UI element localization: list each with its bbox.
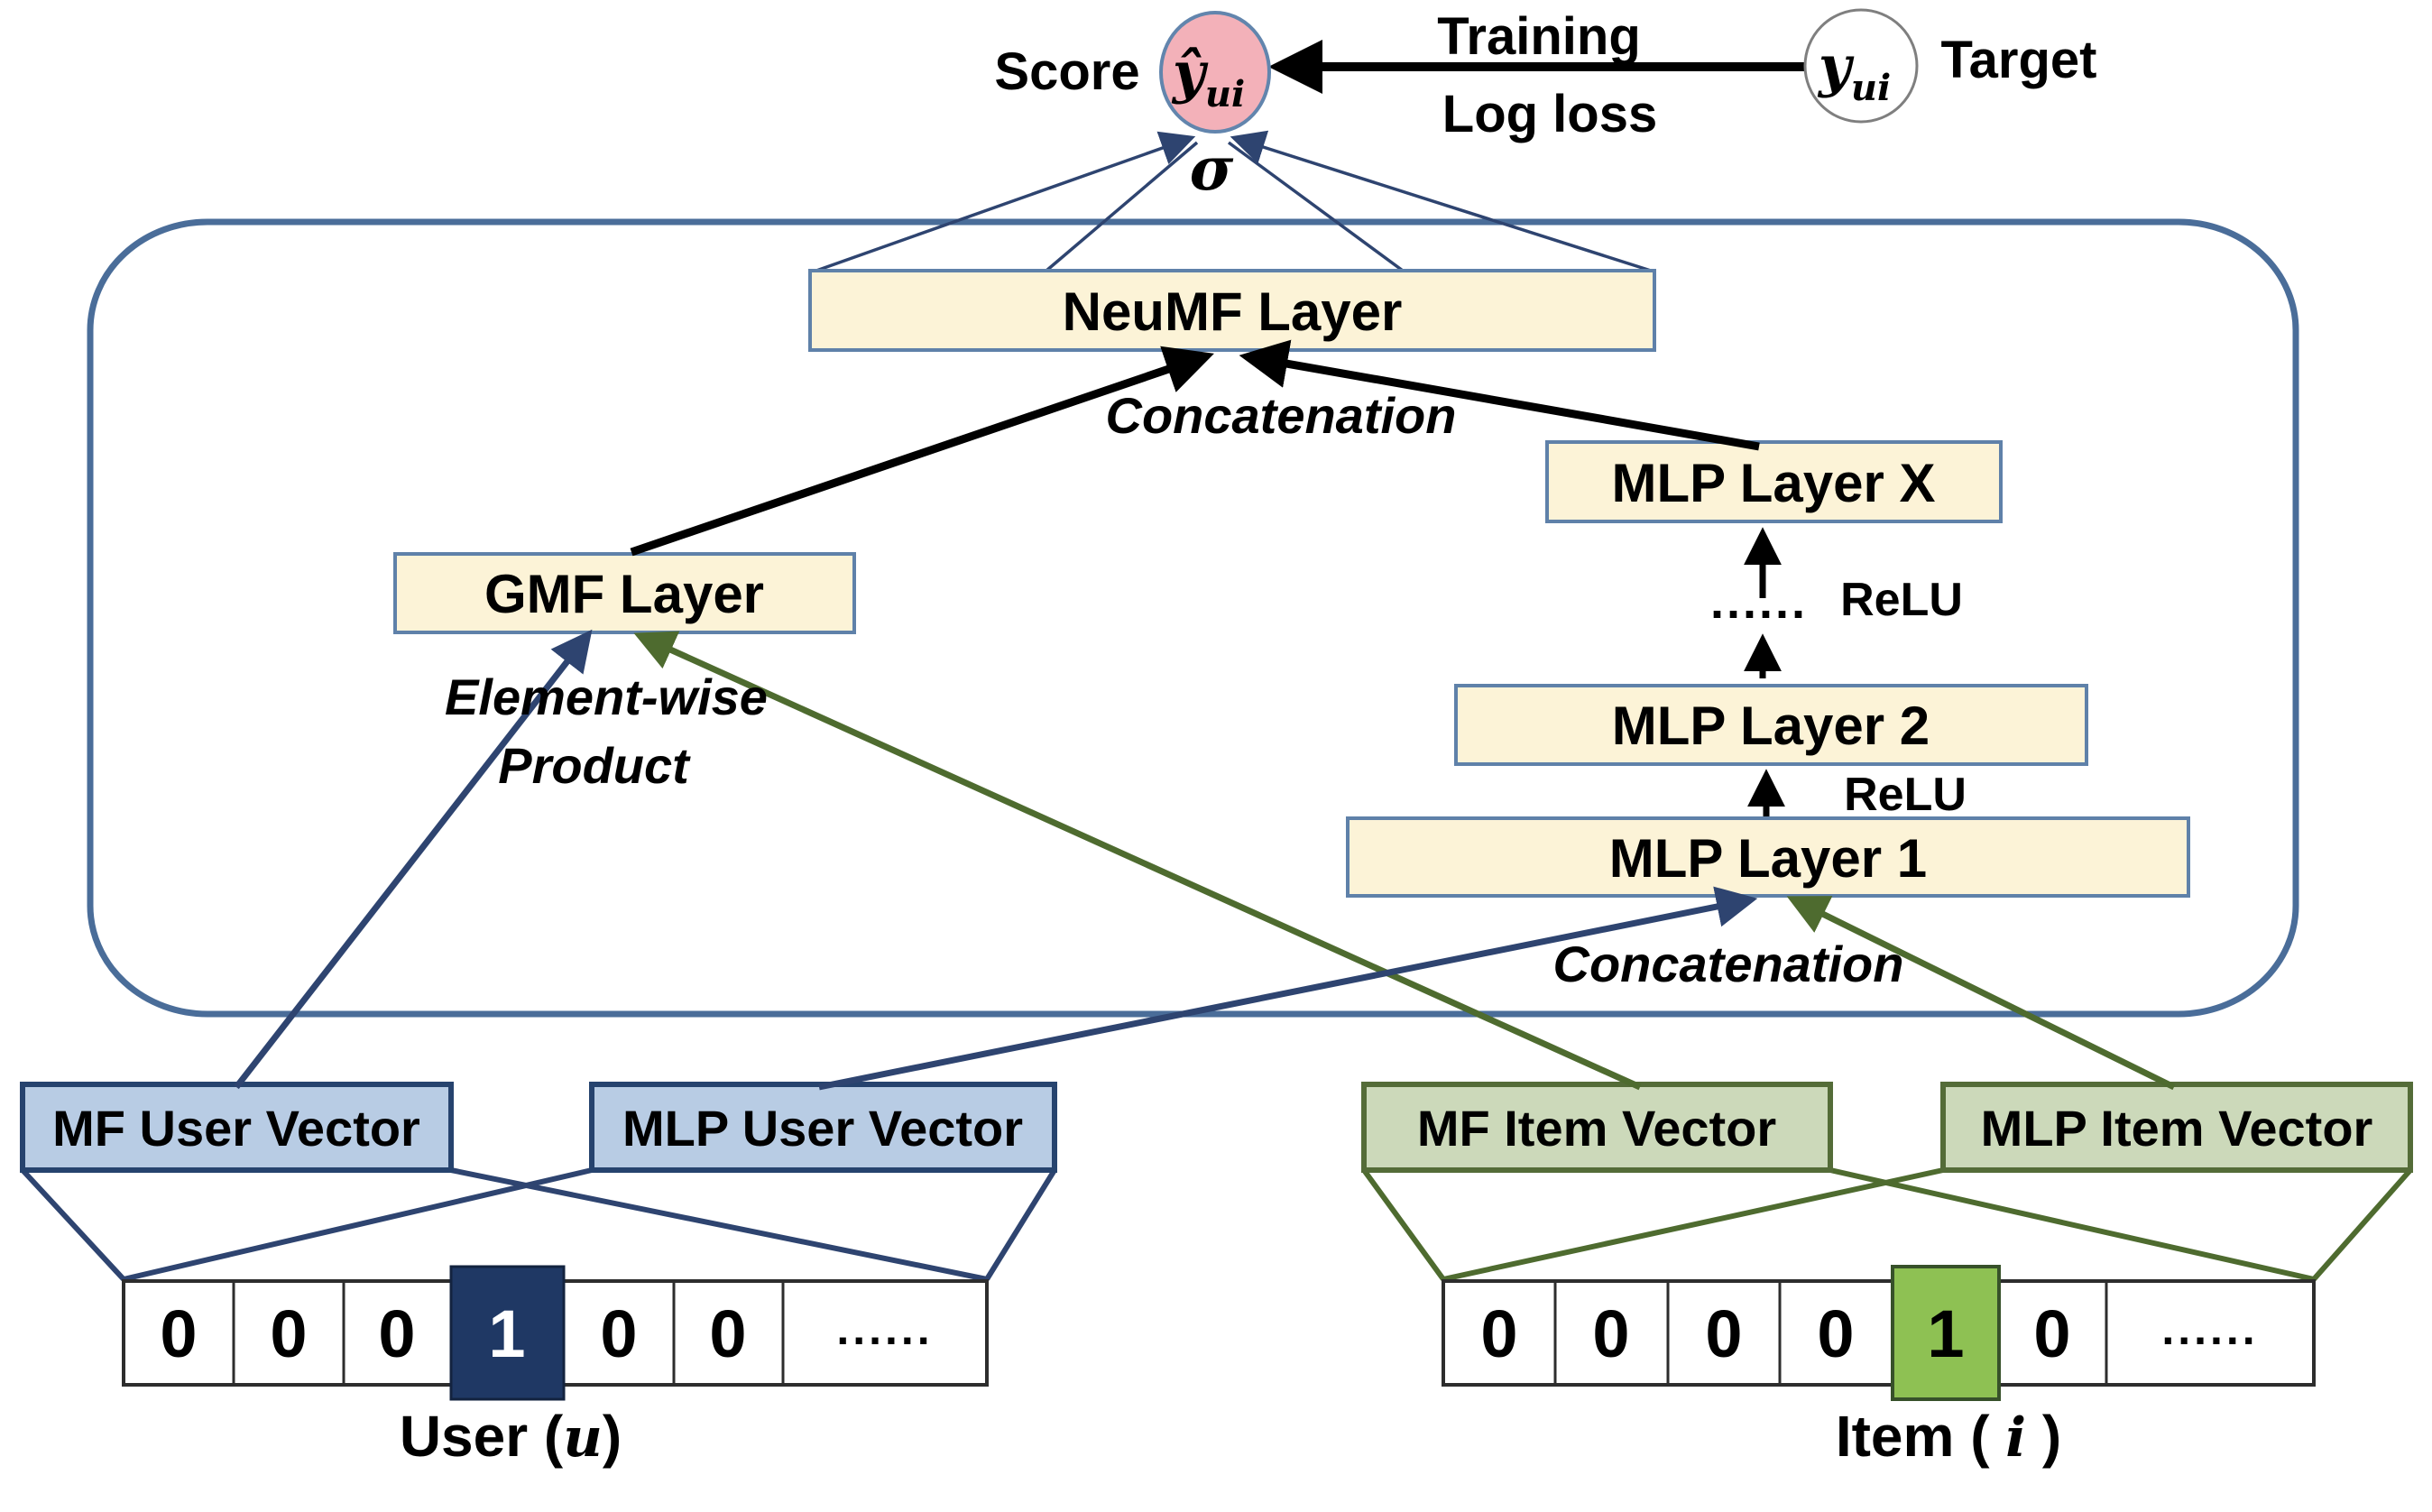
element-wise-label-line2: Product: [498, 737, 691, 794]
projection-line: [1829, 1167, 2315, 1282]
mlp-item-vector-label: MLP Item Vector: [1981, 1100, 2373, 1157]
mlpx-to-neumf-arrow: [1239, 339, 1760, 451]
mlp-layer-x-label: MLP Layer X: [1611, 453, 1935, 513]
mlp-user-vector-box: [589, 1082, 1057, 1173]
onehot-ellipsis: ......: [2161, 1304, 2258, 1354]
mlp-item-to-mlp1-arrow: [1786, 896, 2176, 1091]
user-input-label: User (u): [400, 1404, 622, 1470]
onehot-digit: 0: [1480, 1296, 1517, 1371]
mf-user-vector-label: MF User Vector: [52, 1100, 420, 1157]
user-label-prefix: User (: [400, 1404, 564, 1469]
onehot-hot-digit: 1: [1927, 1296, 1964, 1371]
training-label: Training: [1437, 7, 1641, 66]
concatenation-bottom-label: Concatenation: [1553, 936, 1904, 992]
item-onehot-row: [1442, 1279, 2316, 1387]
fan-line: [1230, 130, 1652, 272]
projection-line: [123, 1167, 593, 1282]
score-label: Score: [994, 42, 1139, 101]
mlp-layer-x-box: [1545, 440, 2003, 523]
onehot-digit: 0: [378, 1296, 415, 1371]
onehot-digit: 0: [2033, 1296, 2070, 1371]
mf-item-vector-box: [1361, 1082, 1833, 1173]
target-subscript: ui: [1851, 67, 1891, 109]
relu-top-label: ReLU: [1840, 574, 1963, 626]
mlp-user-vector-label: MLP User Vector: [622, 1100, 1023, 1157]
mlp-layer-2-label: MLP Layer 2: [1612, 696, 1930, 756]
neumf-to-score-fan: [815, 130, 1652, 272]
item-embedding-projection-lines: [1361, 1167, 2413, 1282]
projection-line: [984, 1168, 1057, 1281]
mf-user-to-gmf-arrow: [234, 629, 593, 1090]
onehot-digit: 0: [160, 1296, 197, 1371]
fan-line: [815, 131, 1196, 272]
onehot-hot-digit: 1: [488, 1296, 525, 1371]
target-var: y: [1817, 33, 1855, 99]
neumf-layer-box: [808, 269, 1656, 352]
gmf-layer-box: [393, 552, 856, 634]
mlp-layer-1-label: MLP Layer 1: [1609, 828, 1927, 889]
user-label-var: u: [563, 1406, 603, 1470]
relu-bottom-label: ReLU: [1844, 769, 1967, 821]
onehot-digit: 0: [709, 1296, 746, 1371]
element-wise-label-line1: Element-wise: [445, 668, 768, 725]
target-label: Target: [1941, 31, 2097, 89]
user-hot-cell: [449, 1265, 566, 1401]
onehot-digit: 0: [1817, 1296, 1854, 1371]
user-embedding-projection-lines: [20, 1167, 1057, 1282]
mlp-user-to-mlp1-arrow: [818, 886, 1758, 1091]
concatenation-top-label: Concatenation: [1106, 387, 1457, 444]
predicted-score-symbol: ŷui: [1171, 40, 1245, 115]
item-onehot-vector: 0 0 0 0 1 0 ......: [1442, 1265, 2316, 1401]
score-subscript: ui: [1205, 73, 1245, 115]
predicted-score-node: [1159, 11, 1271, 134]
sigma-label: σ: [1190, 134, 1234, 204]
neumf-layer-label: NeuMF Layer: [1063, 281, 1403, 342]
mlp-layer-2-box: [1454, 684, 2088, 766]
fan-line: [1227, 141, 1405, 272]
item-hot-cell: [1891, 1265, 2001, 1401]
projection-line: [1442, 1167, 1944, 1282]
mlp-tower-ellipsis: ......: [1710, 575, 1808, 629]
fan-line: [1045, 141, 1199, 272]
gmf-layer-label: GMF Layer: [484, 564, 764, 624]
target-node: [1803, 8, 1919, 124]
user-onehot-vector: 0 0 0 1 0 0 ......: [122, 1265, 989, 1401]
mlp-layer-1-box: [1346, 816, 2190, 898]
item-label-var: i: [2005, 1406, 2026, 1470]
mlp-item-vector-box: [1940, 1082, 2413, 1173]
gmf-to-neumf-arrow: [630, 346, 1214, 557]
onehot-digit: 0: [600, 1296, 637, 1371]
projection-line: [450, 1167, 988, 1282]
user-label-suffix: ): [603, 1404, 622, 1469]
onehot-digit: 0: [270, 1296, 307, 1371]
onehot-ellipsis: ......: [836, 1304, 933, 1354]
item-label-suffix: ): [2026, 1404, 2061, 1469]
onehot-digit: 0: [1592, 1296, 1629, 1371]
log-loss-label: Log loss: [1442, 85, 1657, 143]
item-input-label: Item ( i ): [1836, 1404, 2061, 1470]
score-symbol: ŷ: [1171, 40, 1209, 106]
onehot-digit: 0: [1705, 1296, 1742, 1371]
target-symbol: yui: [1817, 33, 1891, 109]
mf-item-vector-label: MF Item Vector: [1417, 1100, 1776, 1157]
mf-item-to-gmf-arrow: [633, 631, 1642, 1091]
projection-line: [2311, 1168, 2413, 1281]
item-label-prefix: Item (: [1836, 1404, 2005, 1469]
projection-line: [1361, 1168, 1446, 1281]
projection-line: [20, 1167, 126, 1282]
